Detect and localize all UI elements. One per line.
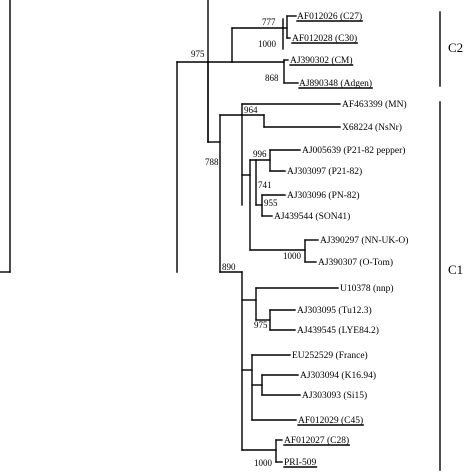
leaf-label: AJ390297 (NN-UK-O) xyxy=(320,235,408,246)
leaf-label: AJ303096 (PN-82) xyxy=(287,190,360,201)
leaf-label: AJ439545 (LYE84.2) xyxy=(297,325,379,336)
leaf-label: AF012026 (C27) xyxy=(297,11,362,22)
bootstrap-label: 868 xyxy=(265,73,279,83)
bootstrap-label: 975 xyxy=(191,49,205,59)
leaf-label: X68224 (NsNr) xyxy=(342,122,402,133)
bootstrap-label: 975 xyxy=(254,320,268,330)
bootstrap-label: 777 xyxy=(262,17,276,27)
bootstrap-label: 1000 xyxy=(254,458,273,468)
clade-label-c2: C2 xyxy=(448,40,463,55)
bootstrap-label: 788 xyxy=(205,157,219,167)
clade-markers: C2 C1 xyxy=(439,11,463,471)
bootstrap-label: 955 xyxy=(264,198,278,208)
bootstrap-label: 741 xyxy=(258,180,272,190)
bootstrap-label: 996 xyxy=(253,149,267,159)
bootstrap-label: 1000 xyxy=(283,251,302,261)
leaf-label: AJ439544 (SON41) xyxy=(274,211,350,222)
leaf-label: AJ303093 (Si15) xyxy=(302,390,367,401)
tree-branches xyxy=(0,0,341,463)
leaf-label: AJ890348 (Adgen) xyxy=(299,78,372,89)
leaf-label: AF012029 (C45) xyxy=(298,415,363,426)
leaf-label: AJ005639 (P21-82 pepper) xyxy=(302,145,405,156)
leaf-label: EU252529 (France) xyxy=(292,350,368,361)
leaf-label: AF012028 (C30) xyxy=(292,33,357,44)
leaf-label: AJ390302 (CM) xyxy=(290,55,353,66)
leaf-label: AJ390307 (O-Tom) xyxy=(318,257,393,268)
leaf-label: PRI-509 xyxy=(284,458,316,468)
leaf-label: AF463399 (MN) xyxy=(342,99,407,110)
leaf-labels: AF012026 (C27) AF012028 (C30) AJ390302 (… xyxy=(274,11,408,468)
leaf-label: AF012027 (C28) xyxy=(284,435,349,446)
clade-label-c1: C1 xyxy=(448,262,463,277)
leaf-label: AJ303097 (P21-82) xyxy=(287,166,362,177)
leaf-label: AJ303094 (K16.94) xyxy=(300,370,376,381)
bootstrap-label: 964 xyxy=(244,105,258,115)
leaf-label: AJ303095 (Tu12.3) xyxy=(297,305,372,316)
bootstrap-label: 1000 xyxy=(258,39,277,49)
bootstrap-label: 890 xyxy=(222,262,236,272)
bootstrap-values: 777 1000 868 975 964 788 996 741 955 890… xyxy=(191,17,302,468)
leaf-label: U10378 (nnp) xyxy=(340,283,394,294)
